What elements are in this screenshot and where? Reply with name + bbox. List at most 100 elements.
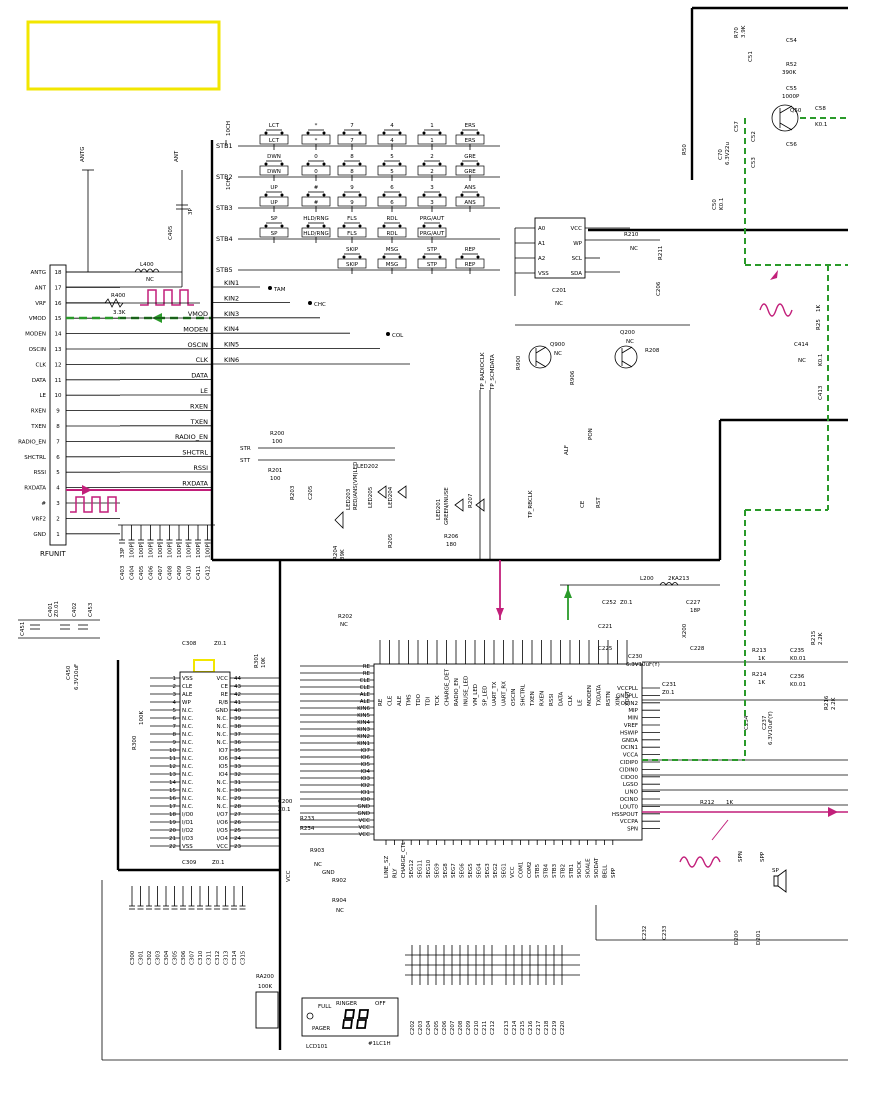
memory-pin-number: 31 (234, 780, 241, 786)
strobe-label: STB2 (216, 173, 233, 181)
memory-pin-number: 36 (234, 740, 241, 746)
rf-pin-name: RADIO_EN (18, 439, 46, 445)
highlight-box-lcd-chip (193, 659, 215, 673)
memory-pin-number: 29 (234, 796, 241, 802)
ant-label: ANT (174, 150, 180, 162)
key-top-label: RDL (386, 216, 398, 222)
net-label: RXEN (190, 402, 208, 410)
key-top-label: MSG (386, 247, 399, 253)
memory-pin: VCC (217, 676, 229, 682)
mcu-pin: LE (578, 699, 584, 706)
c402-label: C402 (72, 603, 78, 617)
rf-pin-name: TXEN (30, 424, 46, 430)
mcu-pin: RLY (392, 868, 398, 878)
c230-label: C230 (628, 654, 643, 660)
rf-pin-number: 5 (56, 470, 60, 476)
key-top-label: 6 (390, 185, 394, 191)
key-label: SP (271, 231, 278, 237)
memory-pin-number: 7 (173, 724, 177, 730)
mcu-pin: XOUT (625, 690, 631, 706)
mcu-pin: KIN5 (357, 713, 370, 719)
ra200-value: 100K (258, 984, 272, 990)
mcu-tx-arrow-icon (564, 588, 572, 598)
key-label: 2 (430, 169, 434, 175)
key-top-label: 3 (430, 185, 434, 191)
lcd-cap-label: C311 (207, 951, 213, 965)
c70-value: 6.3V22u (725, 142, 731, 165)
mcu-pin: DATA (559, 692, 565, 706)
mcu-pin: SEG4 (476, 863, 482, 878)
rfunit-connector (49, 264, 67, 546)
mcu-pin: VCCPA (620, 819, 638, 825)
r400-value: 3.3K (113, 310, 126, 316)
led201-label: LED201 (436, 499, 442, 520)
mcu-pin: GNDPLL (616, 693, 639, 699)
speaker-icon (773, 869, 787, 893)
memory-pin: I/O6 (217, 820, 229, 826)
c309-label: C309 (182, 860, 197, 866)
key-top-label: 1 (430, 123, 434, 129)
mcu-pin: GNDA (622, 738, 639, 744)
memory-pin: IO6 (219, 756, 229, 762)
eeprom-pin: VCC (571, 226, 583, 232)
memory-pin-number: 9 (173, 740, 177, 746)
led-section: R200 100 STR STT R201 100 R203 C205 LED2… (240, 431, 485, 560)
rf-cap-label: C407 (158, 565, 164, 580)
rf-pin-number: 16 (55, 301, 62, 307)
rf-cap-value: 100P (196, 544, 202, 558)
rf-pin-number: 10 (55, 393, 62, 399)
mcu-pin: KIN6 (357, 706, 370, 712)
seg-cap-label: C206 (442, 1020, 448, 1035)
memory-pin: I/O4 (217, 836, 229, 842)
mcu-pin: MIP (628, 708, 638, 714)
key-top-label: REP (465, 247, 476, 253)
r234-label: R234 (300, 826, 315, 832)
c252-value: Z0.1 (620, 600, 633, 606)
memory-pin-number: 40 (234, 708, 241, 714)
mcu-pin: TXEN (530, 691, 536, 707)
mcu-pin: HSSPOUT (612, 812, 639, 818)
r233-label: R233 (300, 816, 315, 822)
wire-1ch: 1CH (226, 179, 232, 190)
mcu-pin: ALE (360, 692, 371, 698)
memory-pin: N.C. (182, 732, 194, 738)
mcu-pin: STB5 (535, 863, 541, 878)
rf-pin-name: SHCTRL (24, 455, 47, 461)
r200-label: R200 (270, 431, 285, 437)
mcu-pin: VM_LED (473, 684, 479, 706)
memory-pin-number: 17 (169, 804, 176, 810)
mcu-pin: RADIO_EN (454, 678, 460, 706)
l400-value: NC (146, 277, 154, 283)
mcu-pin: VCCA (623, 753, 638, 759)
c451-label: C451 (20, 622, 26, 636)
rxdata-arrow-icon (82, 485, 92, 495)
mcu-pin: SEG1 (502, 863, 508, 878)
key-top-label: 2 (430, 154, 434, 160)
c405-value: 3P (188, 208, 194, 215)
rf-cap-value: 100P (149, 544, 155, 558)
r200-value: 100 (272, 439, 283, 445)
r300-label: R300 (132, 735, 138, 750)
strobe-label: STB4 (216, 235, 233, 243)
c308-value: Z0.1 (214, 641, 227, 647)
rf-pin-number: 18 (55, 270, 62, 276)
memory-pin-number: 37 (234, 732, 241, 738)
c57-label: C57 (734, 121, 740, 132)
c58-label: C58 (815, 106, 826, 112)
key-top-label: 8 (350, 154, 354, 160)
memory-pin-number: 38 (234, 724, 241, 730)
memory-pin: N.C. (182, 780, 194, 786)
memory-pin: CE (221, 684, 229, 690)
mcu-pin: GND (357, 811, 370, 817)
net-label: DATA (191, 372, 208, 380)
memory-pin: I/O3 (182, 836, 194, 842)
key-top-label: 4 (390, 123, 394, 129)
rf-pin-name: VRF2 (32, 516, 46, 522)
mcu-pin: STB3 (552, 863, 558, 878)
rf-pin-number: 1 (56, 532, 60, 538)
c200-value: Z0.1 (278, 807, 291, 813)
lcd-cap-label: C300 (130, 950, 136, 965)
c230-value: 6.3V10uF(Y) (626, 662, 660, 668)
memory-pin: N.C. (182, 788, 194, 794)
r904-label: R904 (332, 898, 347, 904)
